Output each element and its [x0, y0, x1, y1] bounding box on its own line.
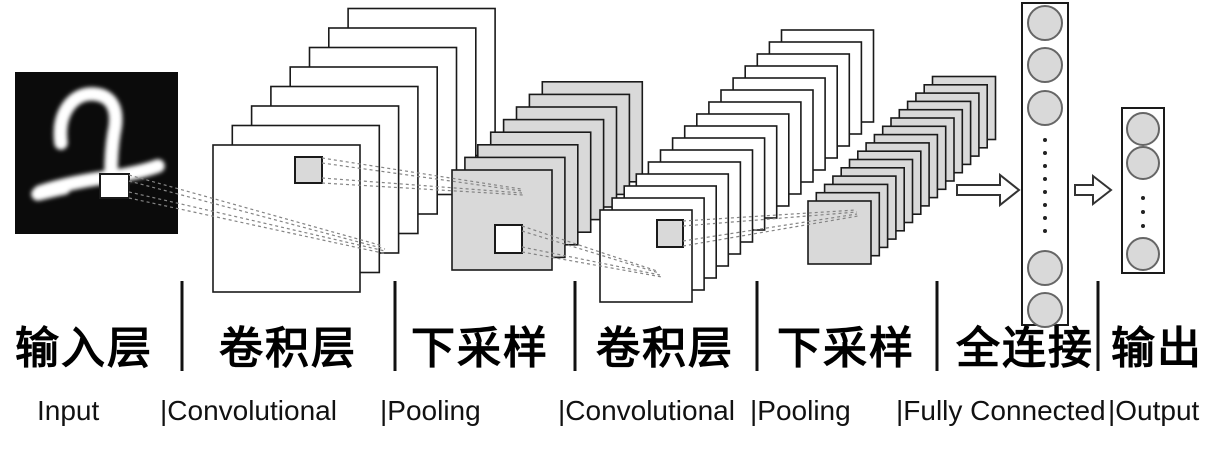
connection-lines [128, 157, 859, 278]
neuron-circle [1126, 146, 1160, 180]
neuron-circle [1027, 250, 1063, 286]
ellipsis-dot [1043, 229, 1047, 233]
ellipsis-dot [1043, 190, 1047, 194]
label-output-zh: 输出 [1111, 324, 1203, 373]
ellipsis-dot [1141, 210, 1145, 214]
output-layer [1121, 107, 1165, 274]
neuron-circle [1027, 90, 1063, 126]
pool1-stack [451, 81, 644, 271]
label-pool1-zh: 下采样 [411, 324, 549, 373]
ellipsis-dot [1141, 196, 1145, 200]
ellipsis-dot [1043, 138, 1047, 142]
label-conv1-zh: 卷积层 [219, 324, 357, 373]
label-fc-en: |Fully Connected [896, 395, 1106, 426]
label-pool2-zh: 下采样 [777, 324, 915, 373]
neuron-circle [1126, 237, 1160, 271]
label-input-en: Input [37, 395, 100, 426]
input-receptive-field [99, 173, 130, 199]
pool1-window [494, 224, 523, 254]
label-conv2-zh: 卷积层 [596, 324, 734, 373]
fully-connected-layer [1021, 2, 1069, 328]
pool2-stack [807, 75, 997, 265]
conv2-window [656, 219, 684, 248]
neuron-circle [1126, 112, 1160, 146]
right-arrow-icon-2 [1074, 173, 1113, 207]
ellipsis-dot [1141, 224, 1145, 228]
section-dividers [180, 281, 1100, 371]
label-pool2-en: |Pooling [750, 395, 851, 426]
ellipsis-dot [1043, 216, 1047, 220]
label-pool1-en: |Pooling [380, 395, 481, 426]
label-fc-zh: 全连接 [956, 324, 1094, 373]
neuron-circle [1027, 47, 1063, 83]
conv2-stack [599, 29, 875, 303]
neuron-circle [1027, 292, 1063, 328]
label-conv1-en: |Convolutional [160, 395, 337, 426]
conv1-window [294, 156, 323, 184]
ellipsis-dot [1043, 151, 1047, 155]
label-input-zh: 输入层 [15, 324, 153, 373]
ellipsis-dot [1043, 164, 1047, 168]
input-image [15, 72, 178, 234]
ellipsis-dot [1043, 203, 1047, 207]
ellipsis-dot [1043, 177, 1047, 181]
label-conv2-en: |Convolutional [558, 395, 735, 426]
right-arrow-icon-1 [956, 172, 1021, 208]
label-output-en: |Output [1108, 395, 1200, 426]
neuron-circle [1027, 5, 1063, 41]
